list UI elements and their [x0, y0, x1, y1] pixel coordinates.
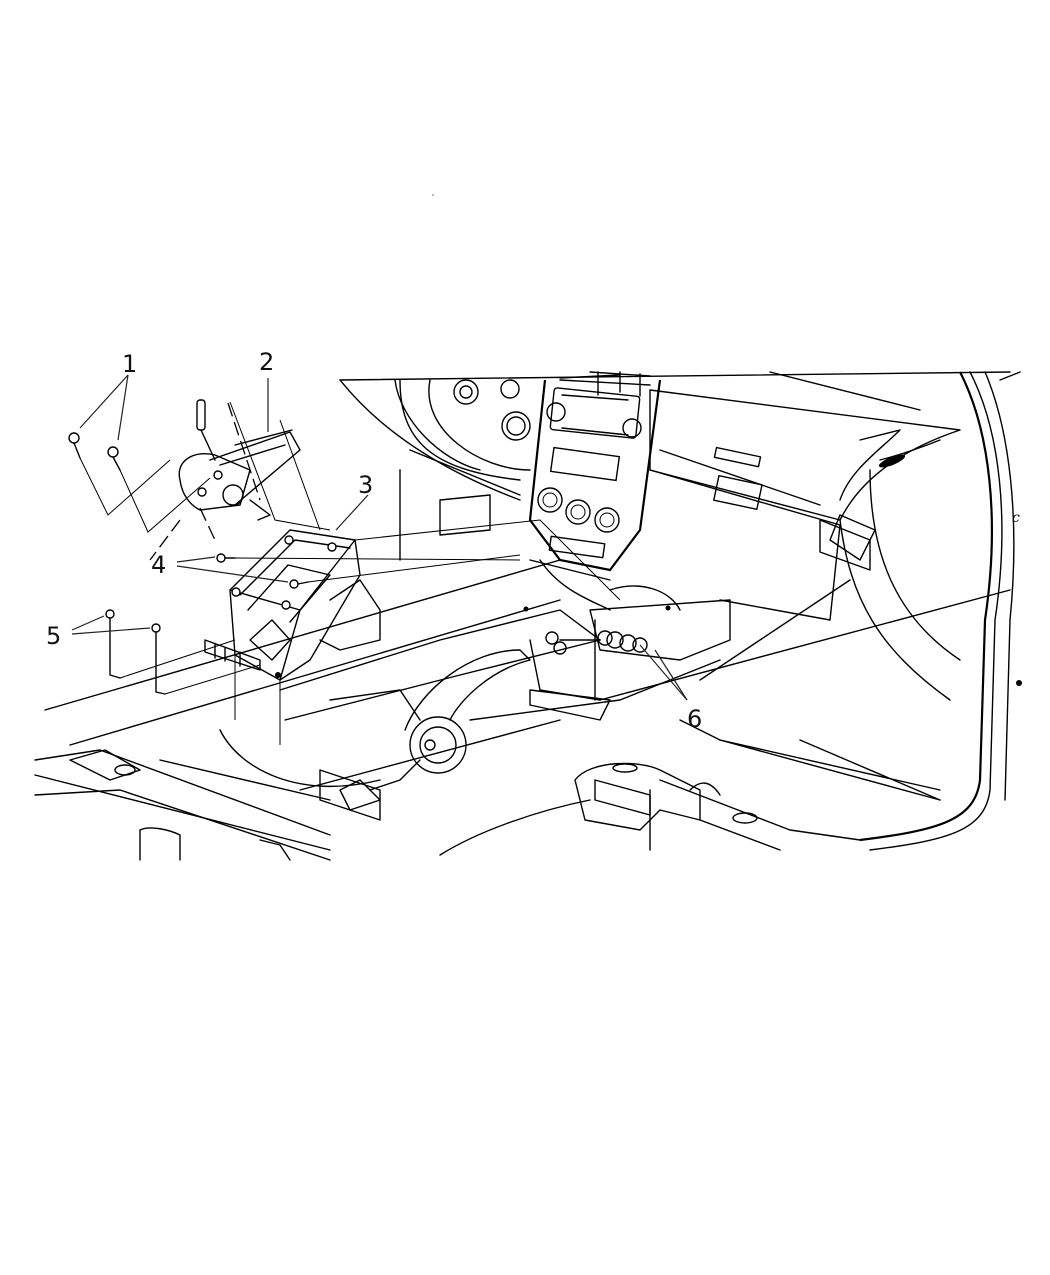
center-tunnel — [279, 609, 721, 821]
item-2-shifter — [149, 399, 331, 561]
callout-6: 6 — [687, 705, 703, 733]
item-3-bracket — [204, 519, 621, 745]
steering-column — [394, 379, 531, 561]
callout-2: 2 — [259, 348, 275, 376]
callout-4: 4 — [151, 551, 167, 579]
instrument-panel — [339, 371, 1011, 701]
item-4-bolts — [216, 553, 521, 589]
shift-cable — [523, 559, 731, 661]
left-sill — [34, 749, 331, 861]
stray-dot — [432, 194, 434, 196]
svg-text:c: c — [1012, 510, 1020, 526]
item-1-screws — [68, 432, 211, 533]
right-seat-rail — [439, 762, 861, 856]
door-frame: c — [819, 371, 1022, 851]
floor-pan — [44, 559, 1011, 801]
callout-3: 3 — [358, 471, 374, 499]
callout-5: 5 — [46, 622, 62, 650]
leader-lines — [71, 374, 688, 701]
item-5-screws — [105, 609, 261, 695]
center-stack — [528, 371, 662, 572]
callout-1: 1 — [122, 350, 138, 378]
